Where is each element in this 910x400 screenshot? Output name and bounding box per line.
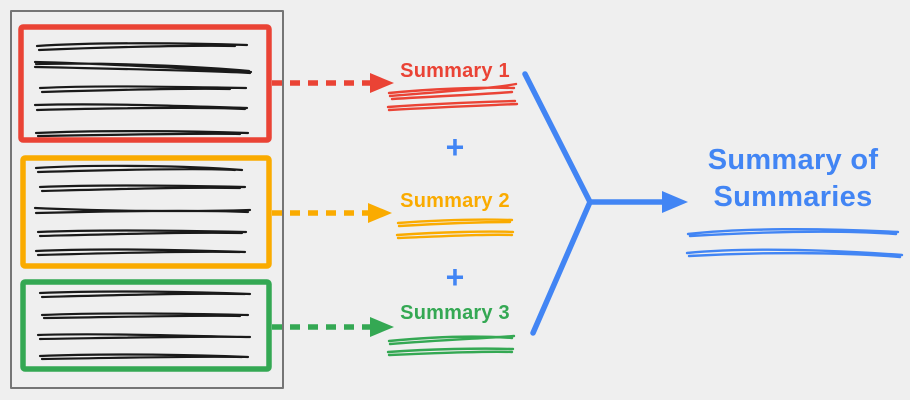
document-outline bbox=[10, 10, 284, 389]
chunk-3-text-scribbles bbox=[36, 290, 252, 361]
arrow-chunk2-to-summary2 bbox=[272, 203, 392, 223]
summary-3-scribble bbox=[386, 334, 516, 357]
summary-3-label: Summary 3 bbox=[400, 302, 510, 324]
chunk-3-box bbox=[20, 279, 272, 372]
plus-operator-2: + bbox=[445, 259, 465, 295]
chunk-2-text-scribbles bbox=[33, 164, 252, 257]
chunk-1-box bbox=[18, 24, 272, 143]
summary-2-label: Summary 2 bbox=[400, 190, 510, 212]
chunk-2-box bbox=[20, 155, 272, 269]
result-line-1: Summary of bbox=[707, 144, 879, 176]
result-scribble bbox=[685, 228, 904, 259]
summary-of-summaries-label: Summary of Summaries bbox=[668, 142, 910, 216]
arrow-chunk3-to-summary3 bbox=[272, 317, 394, 337]
summary-1-label: Summary 1 bbox=[400, 60, 510, 82]
merge-arrow bbox=[522, 71, 688, 336]
summary-2-scribble bbox=[395, 218, 515, 240]
plus-operator-1: + bbox=[445, 129, 465, 165]
chunk-1-text-scribbles bbox=[33, 42, 253, 138]
arrow-chunk1-to-summary1 bbox=[272, 73, 394, 93]
result-line-2: Summaries bbox=[713, 181, 873, 213]
summary-1-scribble bbox=[386, 82, 519, 112]
